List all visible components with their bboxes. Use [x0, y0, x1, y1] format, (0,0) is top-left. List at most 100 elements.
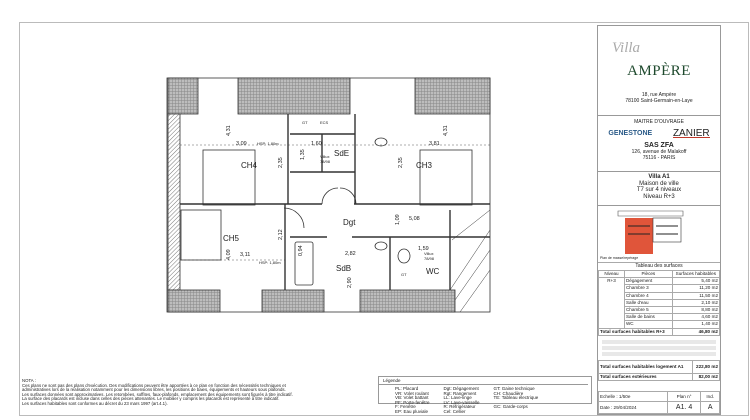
legend-item: CH: Chaudière [493, 390, 524, 396]
legend-item: LV: Lave-vaisselle [443, 399, 480, 405]
ind-label: Ind. [700, 391, 720, 402]
room-ch5: CH5 [223, 234, 240, 243]
project-logo-section: Villa AMPÈRE 18, rue Ampère 78100 Saint-… [598, 26, 720, 116]
unit-name: Villa A1 [648, 174, 670, 180]
surface-cell: 1,40 m2 [671, 320, 721, 329]
unit-type: T7 sur 4 niveaux [636, 187, 682, 193]
legend-item: R: Réfrigérateur [443, 404, 476, 410]
title-block: Villa AMPÈRE 18, rue Ampère 78100 Saint-… [597, 25, 721, 415]
scale: Echelle : 1/50e [598, 391, 668, 402]
dim: 4,09 [226, 249, 232, 260]
plan-number: A1. 4 [666, 401, 702, 414]
header-cell: Surfaces habitables [671, 269, 721, 279]
velux-label: 78/98 [320, 159, 331, 164]
header-cell: Pièces [623, 269, 673, 279]
legend-title: Légende [379, 377, 589, 385]
faded-rows [598, 336, 720, 360]
surface-cell: 11,50 m2 [671, 291, 721, 300]
plan-labels: CH4 CH3 CH5 SdE SdB WC Dgt GT ECS GT HSP… [223, 120, 449, 288]
legend-item: GT: Gaine technique [493, 386, 535, 391]
room-cell: Dégagement [623, 277, 673, 286]
key-plan-label: Plan de masse/repérage [600, 256, 639, 260]
note-line: Les surfaces données sont approximatives… [22, 391, 293, 397]
genestone-logo: GENESTONE [608, 130, 653, 137]
legend-item: PF: Porte-fenêtre [395, 399, 430, 405]
room-cell: Chambre 4 [623, 291, 673, 300]
dim: 1,60 [311, 141, 322, 147]
total-label: Total surfaces habitables logement A1 [598, 359, 693, 374]
logo-name: AMPÈRE [627, 63, 691, 79]
legend-item: VR: Volet roulant [395, 390, 429, 396]
total-label: Total surfaces habitables R+3 [598, 327, 673, 336]
key-plan: Plan de masse/repérage [598, 206, 720, 262]
legend-item: Dgt: Dégagement [443, 386, 479, 391]
unit-section: Villa A1 Maison de ville T7 sur 4 niveau… [598, 172, 720, 206]
velux-label: 78/98 [424, 256, 435, 261]
room-cell: Chambre 3 [623, 284, 673, 293]
dim: 2,35 [398, 157, 404, 168]
dimensions: 3,09 3,81 1,60 5,08 3,11 2,82 1,59 4,31 … [226, 125, 449, 288]
velux-label: Villux [320, 154, 330, 159]
note-line: Ces plans ne sont pas des plans d'exécut… [22, 382, 286, 388]
ecs-label: ECS [320, 120, 329, 125]
index: A [700, 401, 720, 414]
key-plan-highlight [625, 218, 653, 254]
dim: 5,08 [409, 216, 420, 222]
zanier-logo: ZANIER [672, 127, 710, 139]
dim: 2,82 [345, 251, 356, 257]
total-value: 82,00 m2 [691, 372, 721, 381]
room-cell: WC [623, 320, 673, 329]
room-sdb: SdB [336, 264, 351, 273]
room-sde: SdE [334, 149, 349, 158]
dim: 1,59 [418, 246, 429, 252]
dim: 4,31 [443, 125, 449, 136]
company-name: SAS ZFA [644, 142, 674, 149]
dim: 2,90 [347, 277, 353, 288]
address-line: 78100 Saint-Germain-en-Laye [625, 98, 693, 104]
legend-item: PL: Placard [395, 386, 419, 391]
date: Date : 29/04/2024 [598, 401, 668, 414]
notes: NOTA : Ces plans ne sont pas des plans d… [22, 378, 352, 407]
legend-item: EP: Eau pluviale [395, 408, 429, 414]
unit-type: Maison de ville [639, 180, 679, 187]
dim: 3,09 [236, 141, 247, 147]
company-address: 126, avenue de Malakoff [631, 149, 687, 155]
dim: 4,31 [226, 125, 232, 136]
plan-walls [166, 77, 491, 313]
surface-cell: 11,20 m2 [671, 284, 721, 293]
drawing-frame [19, 22, 749, 416]
owner-label: MAITRE D'OUVRAGE [634, 119, 684, 125]
logo-script: Villa [612, 40, 641, 56]
plan-no-label: Plan n° [666, 391, 702, 402]
hsp-label: HSP: 1,80m [257, 141, 279, 146]
dim: 3,81 [429, 141, 440, 147]
surface-cell: 4,60 m2 [671, 313, 721, 322]
legend-item: GC: Garde-corps [493, 404, 528, 410]
dim: 0,94 [298, 245, 304, 256]
velux-label: Villux [424, 251, 434, 256]
owner-section: MAITRE D'OUVRAGE GENESTONE ZANIER SAS ZF… [598, 116, 720, 172]
project-address: 18, rue Ampère 78100 Saint-Germain-en-La… [598, 92, 720, 104]
note-line: Les surfaces habitables sont conformes a… [22, 400, 168, 406]
legend-item: TE: Tableau électrique [493, 395, 539, 401]
legend-item: F: Fenêtre [395, 404, 416, 410]
legend-item: VB: Volet battant [395, 395, 429, 401]
header-cell: Niveau [598, 269, 625, 279]
